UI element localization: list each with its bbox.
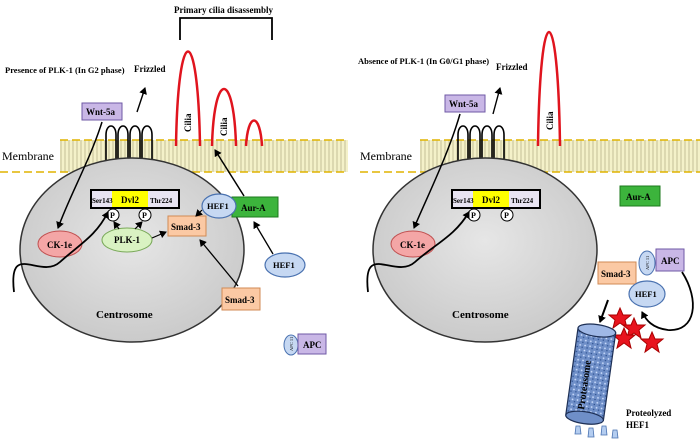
right-centrosome-label: Centrosome <box>452 309 509 321</box>
left-smad3-outer <box>221 287 261 311</box>
left-apc-box <box>297 333 327 355</box>
left-smad3-inner-label: Smad-3 <box>171 222 201 232</box>
fragment-2 <box>587 427 595 438</box>
left-cilium-large <box>174 50 202 147</box>
left-hef1-to-smad-arrow <box>195 208 204 217</box>
right-phospho-1-label: P <box>471 211 476 220</box>
proteasome <box>565 323 617 425</box>
proteolyzed-label-line1: Proteolyzed <box>626 408 671 418</box>
right-apc-small <box>638 250 656 276</box>
fragment-4 <box>611 429 619 439</box>
left-apc-small-label: APC 11 <box>289 337 294 351</box>
right-dvl2-box <box>473 191 509 207</box>
left-hef1-lower-arrow <box>253 221 274 255</box>
left-hef1-lower-label: HEF1 <box>273 260 295 270</box>
left-cilium-label-2: Cilia <box>219 117 229 136</box>
proteasome-top <box>577 323 617 338</box>
left-membrane-label: Membrane <box>2 149 54 163</box>
left-aura-label: Aur-A <box>241 203 266 213</box>
left-phospho-2-label: P <box>142 211 147 220</box>
right-ck1e-label: CK-1e <box>400 240 425 250</box>
cilia-disassembly-label: Primary cilia disassembly <box>174 5 273 15</box>
left-hef1-lower <box>264 252 306 278</box>
right-cilium-label: Cilia <box>545 111 555 130</box>
right-wnt5a-box <box>444 94 486 113</box>
right-apc-label: APC <box>661 256 680 266</box>
cilia-disassembly-bracket <box>179 17 273 40</box>
right-aura-label: Aur-A <box>626 192 651 202</box>
left-apc-label: APC <box>303 340 322 350</box>
left-centrosome-label: Centrosome <box>96 309 153 321</box>
ubiquitin-star-4 <box>639 330 665 354</box>
right-dvl2-label: Dvl2 <box>482 195 501 205</box>
ubiquitin-star-1 <box>607 306 633 330</box>
fragment-1 <box>574 425 582 435</box>
left-plk-to-p1 <box>113 221 121 230</box>
right-membrane-label: Membrane <box>360 149 412 163</box>
proteolyzed-label-line2: HEF1 <box>626 420 650 430</box>
right-apc-box <box>655 248 685 272</box>
left-phospho-2 <box>138 208 152 222</box>
left-thr224-label: Thr224 <box>150 197 173 205</box>
right-smad3-label: Smad-3 <box>601 269 631 279</box>
right-aura-box <box>619 185 661 207</box>
right-panel: Membrane Absence of PLK-1 (In G0/G1 phas… <box>358 30 700 439</box>
left-frizzled-label: Frizzled <box>134 64 165 74</box>
left-frizzled-receptor <box>105 125 153 165</box>
right-hef1 <box>628 280 666 308</box>
left-panel: Membrane Presence of PLK-1 (In G2 phase)… <box>0 5 348 356</box>
right-wnt5a-label: Wnt-5a <box>449 99 478 109</box>
ubiquitin-star-2 <box>621 316 647 340</box>
left-wnt5a-box <box>81 102 123 121</box>
right-cilium <box>536 30 562 147</box>
left-plk1 <box>101 227 153 253</box>
left-dvl2-box <box>112 191 148 207</box>
left-phospho-1-label: P <box>110 211 115 220</box>
left-ck-to-ser-arrow <box>12 211 109 293</box>
right-to-proteasome-arrow <box>598 299 609 323</box>
right-phospho-2 <box>500 208 514 222</box>
right-ser143-label: Ser143 <box>453 197 474 205</box>
left-plk-to-smad <box>151 230 167 239</box>
left-smad3-outer-label: Smad-3 <box>225 295 255 305</box>
right-frizzled-arrow <box>492 87 503 115</box>
left-aura-to-cilia-arrow <box>214 149 245 197</box>
left-smad-translocate-arrow <box>199 239 239 287</box>
left-hef1-top-label: HEF1 <box>207 201 229 211</box>
left-plk1-label: PLK-1 <box>114 235 140 245</box>
right-wnt-to-ck-arrow <box>412 113 461 229</box>
left-hef1-top <box>201 193 237 219</box>
right-apc-loop-arrow <box>641 271 694 331</box>
left-wnt5a-label: Wnt-5a <box>86 107 115 117</box>
left-frizzled-arrow <box>136 87 147 113</box>
left-dvl2-label: Dvl2 <box>121 195 140 205</box>
left-ser143-label: Ser143 <box>92 197 113 205</box>
left-smad3-inner <box>167 215 207 237</box>
proteasome-bottom <box>565 410 605 425</box>
left-cilium-label-1: Cilia <box>183 113 193 132</box>
right-phospho-2-label: P <box>504 211 509 220</box>
left-ck1e-label: CK-1e <box>47 240 72 250</box>
left-cilium-small <box>244 119 264 147</box>
ubiquitin-stars <box>607 306 665 354</box>
left-plk-to-p2 <box>134 221 143 230</box>
left-wnt-to-ck-arrow <box>56 121 103 229</box>
left-cilium-medium <box>210 87 238 147</box>
right-hef1-label: HEF1 <box>635 289 657 299</box>
fragment-3 <box>600 425 608 436</box>
right-apc-small-label: APC 11 <box>645 256 650 270</box>
proteolyzed-fragments <box>574 425 619 439</box>
right-ck-to-ser-arrow <box>366 211 470 293</box>
right-smad3-box <box>597 261 637 285</box>
right-frizzled-receptor <box>457 125 505 165</box>
right-frizzled-label: Frizzled <box>496 62 527 72</box>
right-condition-label: Absence of PLK-1 (In G0/G1 phase) <box>358 56 489 66</box>
right-thr224-label: Thr224 <box>511 197 534 205</box>
right-ck1e <box>390 230 436 258</box>
left-condition-label: Presence of PLK-1 (In G2 phase) <box>5 65 125 75</box>
